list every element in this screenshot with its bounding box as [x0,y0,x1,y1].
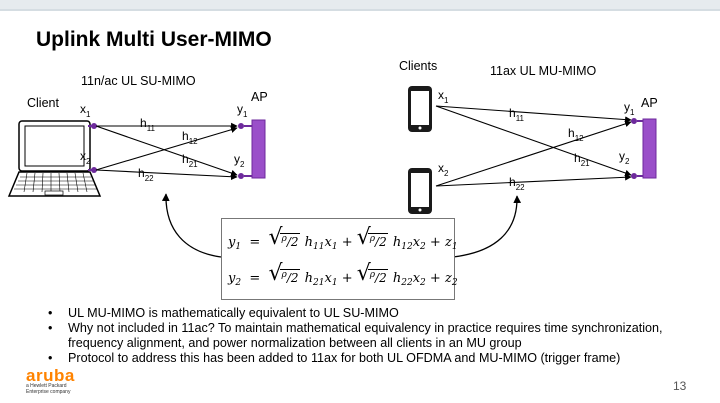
right-rx1-dot [631,118,637,124]
right-h21-label: h21 [574,151,590,168]
right-h22-arrow [435,173,632,187]
right-clients-label: Clients [399,59,437,73]
left-h22-arrow [95,169,238,181]
slide-title: Uplink Multi User-MIMO [36,28,272,51]
logo-subline-1: a Hewlett Packard [26,383,67,389]
header-bar [0,0,720,9]
bullet-list: UL MU-MIMO is mathematically equivalent … [48,306,688,366]
right-y1-label: y1 [624,100,635,117]
left-x2-label: x2 [80,149,91,166]
bullet-item: Why not included in 11ac? To maintain ma… [48,321,688,351]
right-x1-label: x1 [438,88,449,105]
left-h11-label: h11 [140,116,156,133]
right-ap-icon [642,118,657,179]
left-y2-label: y2 [234,152,245,169]
right-x2-label: x2 [438,161,449,178]
right-h12-label: h12 [568,126,584,143]
header-bar-shadow [0,9,720,11]
left-rx2-dot [238,173,244,179]
left-h12-label: h12 [182,129,198,146]
left-curved-arrow [161,193,222,258]
left-y1-label: y1 [237,102,248,119]
left-tx1-dot [91,123,97,129]
left-rx1-dot [238,123,244,129]
right-h11-label: h11 [509,106,525,123]
aruba-logo: aruba a Hewlett Packard Enterprise compa… [26,366,75,395]
left-h21-arrow [95,125,238,177]
logo-word: aruba [26,366,75,385]
left-client-label: Client [27,96,59,110]
right-h21-arrow [435,105,632,177]
bullet-item: UL MU-MIMO is mathematically equivalent … [48,306,688,321]
left-ap-label: AP [251,90,268,104]
right-ap-label: AP [641,96,658,110]
right-h12-arrow [435,120,632,187]
left-h12-arrow [95,126,238,171]
left-x1-label: x1 [80,102,91,119]
right-h22-label: h22 [509,175,525,192]
logo-subline-2: Enterprise company [26,389,71,395]
bullet-item: Protocol to address this has been added … [48,351,688,366]
right-rx2-dot [631,173,637,179]
laptop-icon [7,120,102,197]
equation-y1: y1 = √ρ/2 h11x1 + √ρ/2 h12x2 + z1 [228,225,458,252]
left-tx2-dot [91,167,97,173]
left-h21-label: h21 [182,152,198,169]
left-ap-icon [251,119,266,179]
right-caption: 11ax UL MU-MIMO [490,64,597,78]
right-h11-arrow [435,105,632,123]
left-h22-label: h22 [138,166,154,183]
phone-icon [408,86,432,132]
right-curved-arrow [452,195,522,258]
left-caption: 11n/ac UL SU-MIMO [81,74,196,88]
equation-box: y1 = √ρ/2 h11x1 + √ρ/2 h12x2 + z1 y2 = √… [221,218,458,300]
right-y2-label: y2 [619,149,630,166]
equation-y2: y2 = √ρ/2 h21x1 + √ρ/2 h22x2 + z2 [228,261,458,288]
phone-icon [408,168,432,214]
page-number: 13 [673,379,687,393]
